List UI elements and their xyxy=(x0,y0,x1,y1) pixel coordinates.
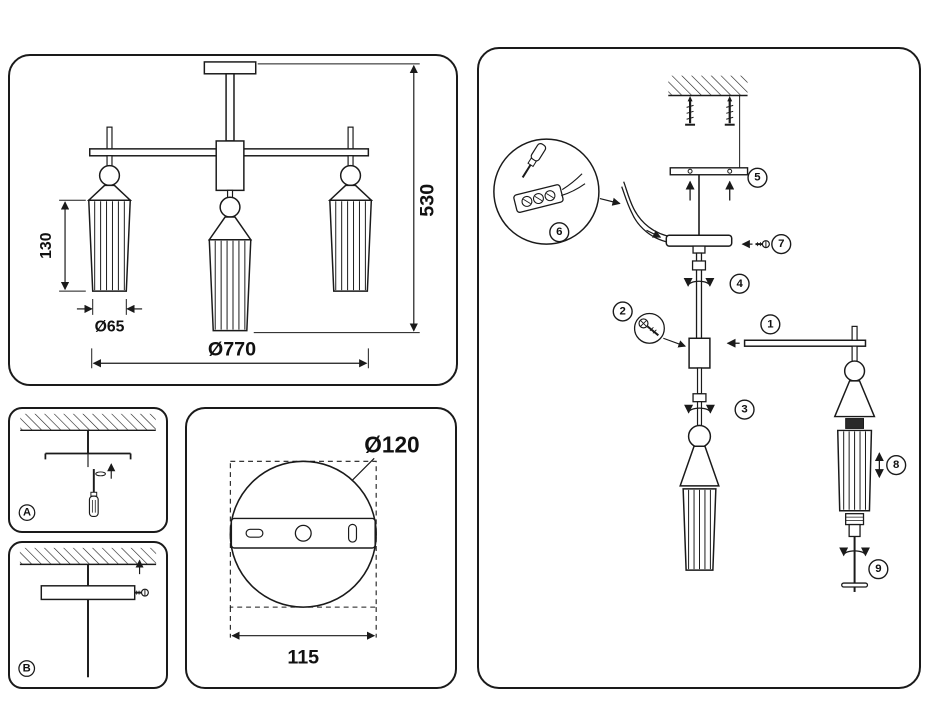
left-lamp xyxy=(86,155,133,292)
dimension-shade-height: 130 xyxy=(38,199,86,292)
terminal-block-icon xyxy=(513,184,564,213)
step-number: 6 xyxy=(556,226,562,238)
ceiling-plate xyxy=(203,61,257,75)
step-number: 4 xyxy=(736,278,743,290)
set-screw-detail xyxy=(633,312,687,348)
ceiling-screw-icon xyxy=(685,95,696,126)
mounting-bracket xyxy=(669,167,749,176)
ceiling-hatch xyxy=(668,75,748,96)
variant-a-badge: A xyxy=(18,504,36,521)
dimension-overall-width: Ø770 xyxy=(91,338,369,369)
panel-assembly-steps: 1 2 3 4 5 6 7 xyxy=(477,47,921,689)
wiring-detail xyxy=(493,138,621,245)
chandelier-drawing xyxy=(86,61,374,332)
slot-left xyxy=(245,528,264,538)
insert-arrow-icon xyxy=(646,229,662,238)
slot-right xyxy=(347,523,358,543)
step-badge-3: 3 xyxy=(734,399,755,420)
center-lamp xyxy=(207,189,253,332)
right-lamp-stem-top xyxy=(347,126,354,152)
lamp-socket xyxy=(845,418,864,429)
side-lamp-exploded xyxy=(833,325,876,592)
step-number: 2 xyxy=(620,306,626,318)
step-number: 7 xyxy=(778,238,784,250)
mounting-bracket xyxy=(44,430,132,468)
canopy-plate xyxy=(665,234,733,254)
center-hub xyxy=(215,140,245,192)
step-badge-7: 7 xyxy=(771,234,792,255)
step-badge-4: 4 xyxy=(729,273,750,294)
step-badge-8: 8 xyxy=(886,455,907,476)
step-badge-9: 9 xyxy=(868,559,889,580)
step-number: 3 xyxy=(741,404,747,416)
wires xyxy=(561,173,586,197)
center-hole xyxy=(294,524,312,542)
ceiling-screw-icon xyxy=(724,95,735,126)
dim-label-shade-height: 130 xyxy=(38,232,55,259)
finial-disc xyxy=(841,582,869,588)
right-lamp xyxy=(327,155,374,292)
variant-a-label: A xyxy=(23,507,31,519)
dim-label-overall-height: 530 xyxy=(417,184,439,217)
screwdriver-icon xyxy=(88,469,99,518)
leader-arrow xyxy=(599,197,621,206)
step-badge-1: 1 xyxy=(760,314,781,335)
leader-arrow xyxy=(663,337,687,348)
step-number: 1 xyxy=(767,318,774,330)
step-number: 5 xyxy=(754,172,761,184)
ceiling-hatch xyxy=(20,413,156,431)
variant-b-badge: B xyxy=(18,660,36,677)
dim-label-canopy-diameter: Ø120 xyxy=(364,431,419,457)
dim-label-mount-width: 115 xyxy=(287,646,319,668)
main-stem xyxy=(225,73,235,142)
left-lamp-stem-top xyxy=(106,126,113,152)
step-badge-2: 2 xyxy=(612,301,633,322)
ceiling-hatch xyxy=(19,547,157,565)
screw-icon xyxy=(755,240,770,249)
panel-mount-variant-b: B xyxy=(8,541,168,689)
panel-mount-variant-a: A xyxy=(8,407,168,533)
step-badge-5: 5 xyxy=(747,167,768,188)
dim-label-overall-width: Ø770 xyxy=(208,338,256,360)
variant-b-label: B xyxy=(23,663,31,675)
center-lamp xyxy=(679,367,720,571)
wires xyxy=(621,181,674,244)
washer-icon xyxy=(95,471,106,477)
panel-canopy-detail: Ø120 115 xyxy=(185,407,457,689)
step-badge-6: 6 xyxy=(549,222,570,243)
panel-dimensions-overview: 130 Ø65 Ø770 530 xyxy=(8,54,458,386)
rod-collar xyxy=(691,260,707,271)
canopy-plate xyxy=(40,585,136,601)
dimension-overall-height: 530 xyxy=(253,63,439,334)
horizontal-bar xyxy=(743,339,867,347)
dimension-mount-width: 115 xyxy=(229,607,377,668)
center-hub xyxy=(688,337,711,369)
dimension-shade-diameter: Ø65 xyxy=(76,299,143,336)
screwdriver-icon xyxy=(521,143,547,178)
step-number: 9 xyxy=(875,563,881,575)
mounting-bracket xyxy=(230,517,376,549)
step-number: 8 xyxy=(893,459,899,471)
screw-icon xyxy=(135,588,149,597)
dim-label-shade-diameter: Ø65 xyxy=(95,319,125,336)
